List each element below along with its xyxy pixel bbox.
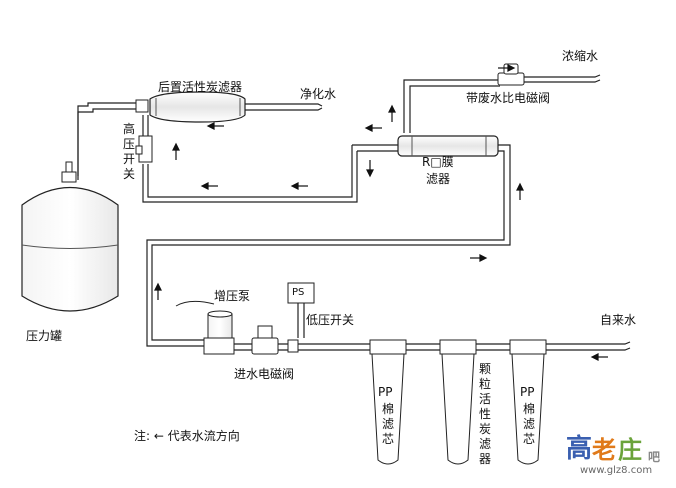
watermark-char-2: 老: [592, 435, 616, 464]
legend-note: 注: ← 代表水流方向: [134, 429, 240, 443]
pipe-concentrate-b: [524, 79, 601, 83]
gac-filter: [439, 339, 477, 465]
pp-filter-1: [369, 339, 407, 465]
watermark-site: www.glz8.com: [580, 465, 653, 476]
pipe-purified-outlet-b: [245, 107, 323, 111]
pp2-sub-label: 棉滤芯: [522, 402, 535, 446]
pipe-loop-outer: [151, 144, 511, 341]
low-pressure-switch-label: 低压开关: [306, 313, 355, 327]
high-pressure-switch-label: 高压开关: [122, 122, 135, 181]
tap-water-label: 自来水: [600, 313, 637, 327]
pipes: [77, 74, 631, 351]
arrow-left-icon: [364, 124, 382, 132]
pipe-hp-up: [142, 115, 149, 136]
pipe-loop-inner: [146, 150, 505, 347]
ps-switch-box: [287, 282, 315, 304]
pipe-ro-to-waste: [403, 79, 500, 133]
arrow-right-icon: [470, 254, 488, 262]
pipe-ro-to-hp: [147, 144, 398, 198]
pp2-label: PP: [520, 385, 535, 399]
watermark-suffix: 吧: [648, 450, 661, 464]
purified-water-label: 净化水: [300, 87, 337, 101]
pipe-ro-to-hp-b: [142, 150, 398, 203]
ro-membrane-housing: [397, 135, 499, 157]
booster-pump-label: 增压泵: [214, 289, 251, 303]
inlet-solenoid-valve: [251, 325, 299, 355]
ro-membrane-label: R□膜: [422, 155, 454, 169]
watermark-char-1: 高: [566, 434, 593, 464]
pipe-main-d: [404, 347, 631, 351]
arrow-up-icon: [154, 282, 162, 300]
pressure-tank-label: 压力罐: [26, 329, 63, 343]
pipe-main-c: [404, 341, 631, 345]
arrow-right-icon: [498, 64, 516, 72]
pipe-tank-to-top-b: [77, 108, 136, 176]
arrow-up-icon: [516, 182, 524, 200]
arrow-left-icon: [200, 182, 218, 190]
pressure-tank: [21, 161, 119, 312]
pipe-ps-stem: [297, 303, 305, 338]
arrow-left-icon: [206, 122, 224, 130]
arrow-left-icon: [590, 353, 608, 361]
inlet-valve-label: 进水电磁阀: [234, 367, 295, 381]
post-carbon-filter: [135, 91, 246, 123]
watermark-char-3: 庄: [618, 435, 642, 464]
booster-pump: [175, 300, 235, 355]
gac-label: 颗粒活性炭滤器: [478, 362, 491, 466]
pp1-sub-label: 棉滤芯: [381, 402, 394, 446]
arrow-up-icon: [388, 104, 396, 122]
ro-filter-label: 滤器: [426, 172, 451, 186]
ps-label: PS: [292, 287, 305, 298]
concentrate-label: 浓缩水: [562, 49, 599, 63]
pp-filter-2: [509, 339, 547, 465]
post-carbon-label: 后置活性炭滤器: [158, 80, 243, 94]
pp1-label: PP: [378, 385, 393, 399]
pipe-ro-to-waste-b: [409, 85, 500, 133]
high-pressure-switch: [135, 135, 153, 163]
waste-valve-label: 带废水比电磁阀: [466, 91, 551, 105]
pipe-purified-outlet: [245, 103, 323, 107]
arrow-left-icon: [290, 182, 308, 190]
flow-arrows: [154, 64, 608, 361]
arrow-down-icon: [366, 160, 374, 178]
arrow-up-icon: [172, 142, 180, 160]
pipe-concentrate: [524, 74, 601, 78]
